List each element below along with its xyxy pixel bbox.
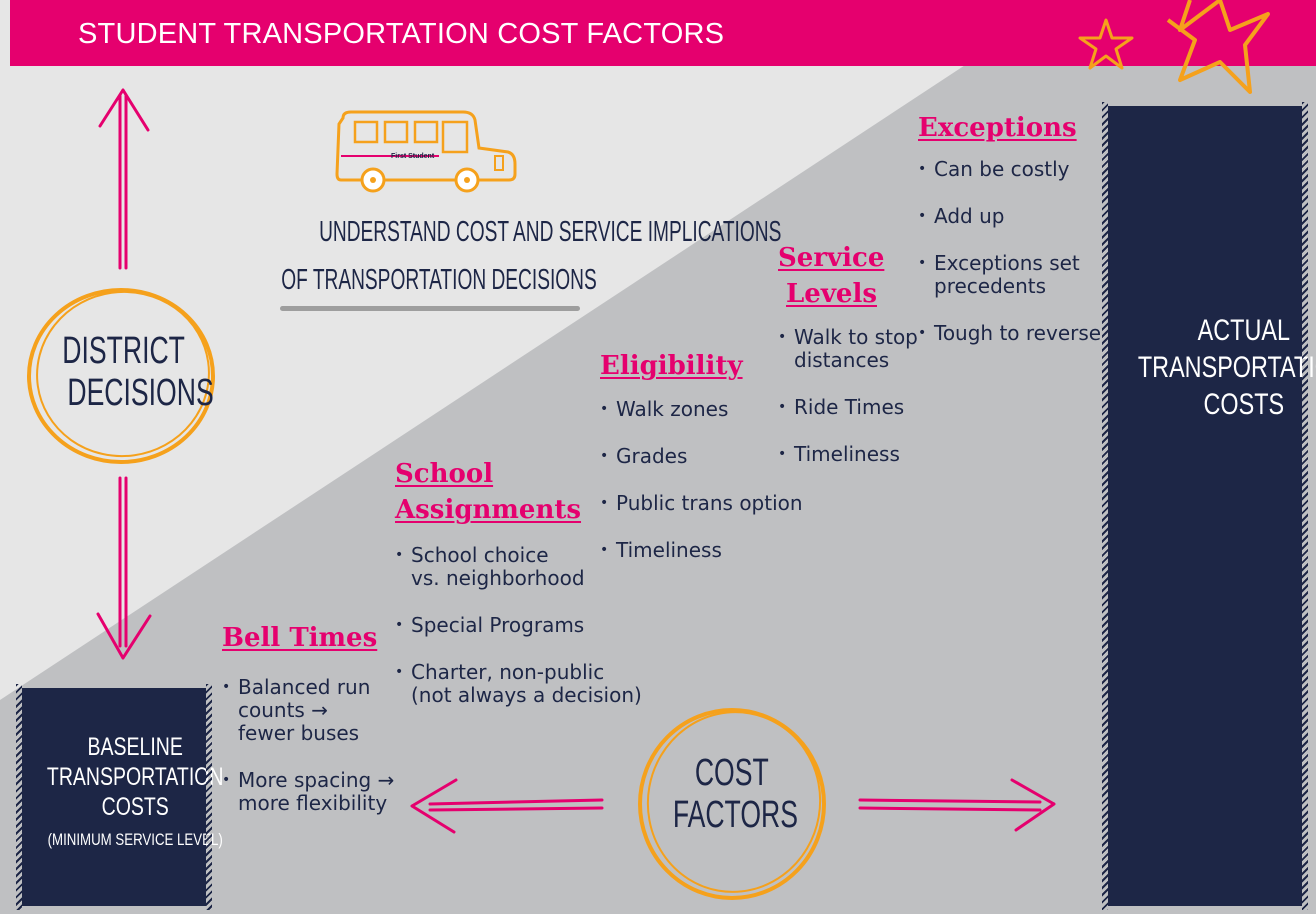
school-assignments-heading: School Assignments bbox=[395, 459, 582, 525]
list-item: School choice vs. neighborhood bbox=[395, 544, 642, 590]
up-arrow-head-icon bbox=[98, 88, 150, 132]
list-item: Walk zones bbox=[600, 398, 803, 422]
cost-factors-label: COST FACTORS bbox=[672, 752, 798, 836]
list-item: Grades bbox=[600, 445, 803, 469]
eligibility-list: Walk zones Grades Public trans option Ti… bbox=[600, 398, 803, 586]
school-assignments-list: School choice vs. neighborhood Special P… bbox=[395, 544, 642, 731]
list-item: Public trans option bbox=[600, 492, 803, 516]
district-circle bbox=[27, 288, 215, 464]
page-title: STUDENT TRANSPORTATION COST FACTORS bbox=[78, 18, 725, 50]
list-item: Balanced run counts → fewer buses bbox=[222, 676, 394, 745]
list-item: Timeliness bbox=[778, 443, 918, 467]
bus-brand-label: First Student bbox=[391, 153, 435, 160]
right-arrow-shaft bbox=[858, 798, 1042, 812]
up-arrow-shaft bbox=[118, 94, 128, 270]
left-arrow-shaft bbox=[428, 798, 604, 812]
tagline: UNDERSTAND COST AND SERVICE IMPLICATIONS… bbox=[200, 208, 781, 304]
title-banner: STUDENT TRANSPORTATION COST FACTORS bbox=[10, 0, 1316, 66]
eligibility-heading: Eligibility bbox=[600, 351, 743, 381]
star-decorations bbox=[1078, 0, 1270, 94]
list-item: Tough to reverse bbox=[918, 322, 1101, 346]
tagline-line-1: UNDERSTAND COST AND SERVICE IMPLICATIONS bbox=[319, 216, 782, 248]
down-arrow-shaft bbox=[118, 476, 128, 648]
baseline-costs-box: BASELINE TRANSPORTATION COSTS (MINIMUM S… bbox=[16, 684, 224, 910]
list-item: Special Programs bbox=[395, 614, 642, 638]
small-star-icon bbox=[1078, 18, 1134, 70]
list-item: Can be costly bbox=[918, 158, 1101, 182]
list-item: Charter, non-public (not always a decisi… bbox=[395, 661, 642, 707]
cost-factors-arrows bbox=[410, 708, 1056, 900]
list-item: Exceptions set precedents bbox=[918, 252, 1101, 298]
list-item: Ride Times bbox=[778, 396, 918, 420]
down-arrow-head-icon bbox=[96, 612, 152, 660]
district-decisions-label: DISTRICT DECISIONS bbox=[62, 330, 214, 414]
bell-times-heading: Bell Times bbox=[222, 623, 378, 653]
exceptions-list: Can be costly Add up Exceptions set prec… bbox=[918, 158, 1101, 369]
district-arrows bbox=[27, 88, 215, 660]
actual-costs-box: ACTUAL TRANSPORTATION COSTS bbox=[1102, 102, 1316, 910]
cost-factors-circle bbox=[638, 708, 826, 900]
list-item: More spacing → more flexibility bbox=[222, 769, 394, 815]
baseline-subtitle: (MINIMUM SERVICE LEVEL) bbox=[47, 830, 223, 849]
tagline-underline bbox=[280, 306, 580, 311]
tagline-line-2: OF TRANSPORTATION DECISIONS bbox=[281, 264, 597, 296]
bell-times-list: Balanced run counts → fewer buses More s… bbox=[222, 676, 394, 839]
large-star-icon bbox=[1166, 0, 1270, 94]
exceptions-heading: Exceptions bbox=[918, 113, 1077, 143]
school-bus-icon: First Student bbox=[335, 110, 517, 193]
list-item: Timeliness bbox=[600, 539, 803, 563]
right-arrow-head-icon bbox=[1010, 778, 1056, 832]
service-levels-list: Walk to stop distances Ride Times Timeli… bbox=[778, 326, 918, 490]
list-item: Walk to stop distances bbox=[778, 326, 918, 372]
left-arrow-head-icon bbox=[410, 778, 458, 834]
list-item: Add up bbox=[918, 205, 1101, 229]
service-levels-heading: Service Levels bbox=[778, 243, 885, 309]
